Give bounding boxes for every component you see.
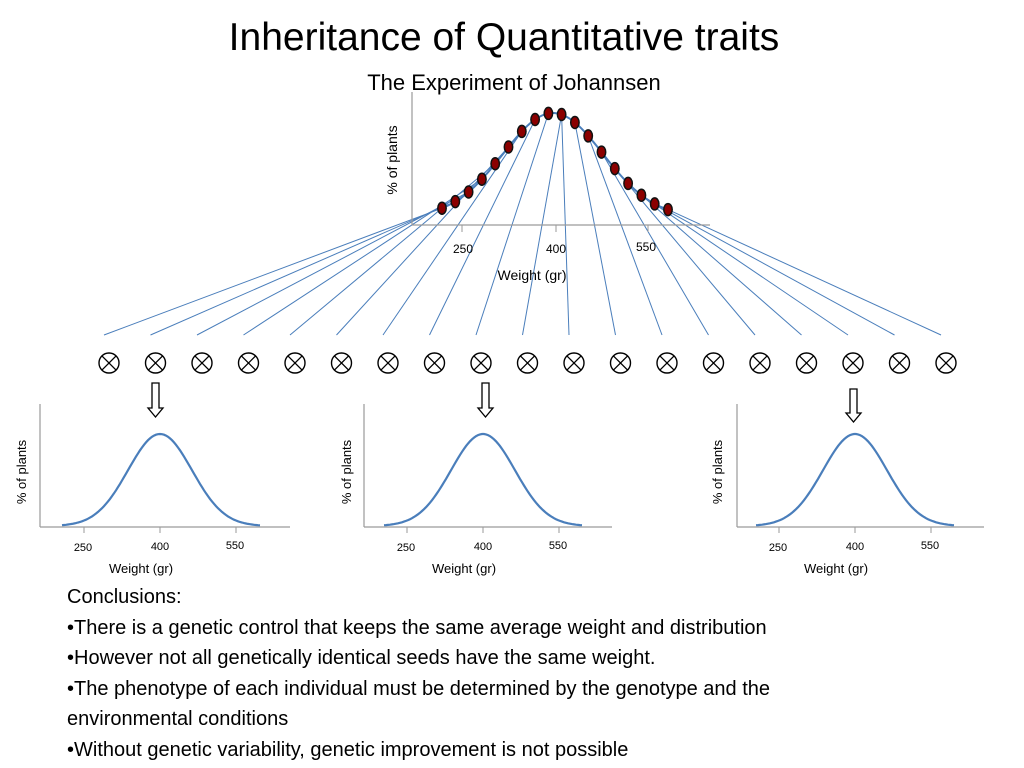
data-point (463, 185, 474, 199)
sub2-tick-label-400: 400 (474, 541, 492, 553)
top-tick-label-250: 250 (453, 242, 473, 256)
sub-chart-3: 250 400 550 Weight (gr) % of plants (710, 404, 984, 576)
data-point (450, 194, 461, 209)
top-data-points (437, 106, 673, 217)
sub3-x-axis-label: Weight (gr) (804, 561, 868, 576)
self-cross-icon (749, 352, 771, 374)
sub-chart-1: 250 400 550 Weight (gr) % of plants (14, 404, 290, 576)
sub2-tick-label-550: 550 (549, 540, 567, 552)
fan-line (196, 191, 469, 336)
slide-title: Inheritance of Quantitative traits (228, 16, 780, 59)
sub2-tick-label-250: 250 (397, 542, 415, 554)
self-cross-icon (609, 352, 632, 374)
self-cross-icon (795, 352, 818, 374)
data-point (636, 188, 647, 202)
fan-line (587, 135, 663, 336)
down-arrow-icon (476, 382, 495, 419)
top-tick-label-400: 400 (546, 242, 566, 256)
self-cross-icon (935, 352, 957, 374)
data-point (609, 161, 620, 176)
self-cross-icon (237, 352, 260, 374)
sub3-tick-label-400: 400 (846, 541, 864, 553)
fan-line (289, 163, 496, 336)
sub2-distribution-curve (383, 432, 583, 527)
top-x-axis-label: Weight (gr) (498, 267, 567, 283)
down-arrow-icon (146, 382, 165, 419)
data-point (476, 172, 487, 186)
self-cross-icon (377, 352, 399, 374)
self-cross-icon (563, 352, 585, 374)
sub1-tick-label-550: 550 (226, 540, 244, 552)
self-cross-row (98, 352, 957, 374)
data-point (516, 124, 527, 139)
self-cross-icon (191, 352, 213, 374)
fan-line (601, 151, 709, 336)
self-cross-icon (98, 352, 120, 374)
conclusions-heading: Conclusions: (67, 586, 182, 608)
down-arrow-icon (844, 388, 863, 424)
self-cross-icon (702, 352, 725, 374)
sub1-tick-label-250: 250 (74, 542, 92, 554)
down-arrows (146, 382, 863, 424)
top-distribution-curve (441, 112, 669, 211)
fan-line (103, 207, 443, 336)
sub3-tick-label-250: 250 (769, 542, 787, 554)
fan-line (429, 119, 536, 336)
conclusion-bullet-1: •There is a genetic control that keeps t… (67, 616, 767, 639)
sub1-distribution-curve (61, 432, 261, 527)
fan-line (667, 209, 942, 336)
self-cross-icon (470, 352, 492, 374)
fan-line (243, 178, 483, 336)
self-cross-icon (888, 352, 911, 374)
data-point (437, 201, 447, 215)
top-tick-label-550: 550 (636, 240, 656, 254)
conclusion-bullet-3: •The phenotype of each individual must b… (67, 677, 771, 700)
fan-line (574, 122, 616, 336)
data-point (503, 140, 514, 154)
johannsen-diagram: 250 400 550 Weight (gr) % of plants 250 … (14, 92, 984, 576)
self-cross-icon (284, 352, 306, 374)
conclusions: Conclusions: •There is a genetic control… (67, 582, 987, 765)
sub3-distribution-curve (755, 432, 955, 527)
fan-lines (103, 113, 942, 336)
sub1-tick-label-400: 400 (151, 541, 169, 553)
sub1-y-axis-label: % of plants (14, 439, 29, 504)
self-cross-icon (656, 352, 678, 374)
top-chart: 250 400 550 Weight (gr) % of plants (384, 92, 710, 283)
fan-line (382, 131, 523, 336)
self-cross-icon (330, 352, 353, 374)
data-point (530, 112, 541, 127)
sub-chart-2: 250 400 550 Weight (gr) % of plants (339, 404, 612, 576)
slide-subtitle: The Experiment of Johannsen (367, 70, 661, 95)
sub3-tick-label-550: 550 (921, 540, 939, 552)
data-point (569, 115, 580, 130)
top-y-axis-label: % of plants (384, 125, 400, 194)
data-point (649, 197, 660, 211)
data-point (543, 106, 554, 121)
sub2-x-axis-label: Weight (gr) (432, 561, 496, 576)
data-point (623, 176, 634, 191)
self-cross-icon (423, 352, 446, 374)
self-cross-icon (842, 352, 864, 374)
conclusion-bullet-4: •Without genetic variability, genetic im… (67, 738, 629, 761)
data-point (596, 145, 607, 159)
fan-line (150, 201, 456, 336)
self-cross-icon (516, 352, 539, 374)
self-cross-icon (144, 352, 167, 374)
sub3-y-axis-label: % of plants (710, 439, 725, 504)
conclusion-bullet-3-continued: environmental conditions (67, 708, 289, 730)
fan-line (654, 203, 895, 336)
conclusion-bullet-2: •However not all genetically identical s… (67, 647, 656, 669)
data-point (556, 107, 567, 122)
fan-line (641, 194, 849, 336)
fan-line (475, 113, 549, 336)
data-point (583, 129, 594, 143)
sub2-y-axis-label: % of plants (339, 439, 354, 504)
data-point (490, 156, 501, 171)
data-point (663, 202, 673, 217)
sub1-x-axis-label: Weight (gr) (109, 561, 173, 576)
